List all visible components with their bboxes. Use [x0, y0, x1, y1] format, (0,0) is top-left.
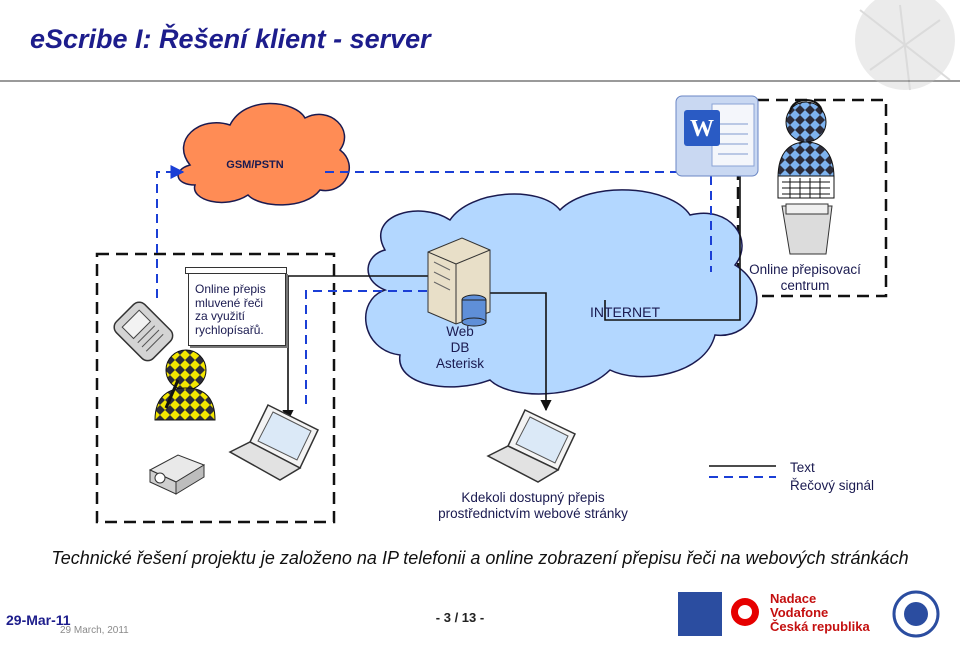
gsm-cloud [177, 102, 350, 206]
web-access-label: Kdekoli dostupný přepis prostřednictvím … [438, 490, 628, 521]
text-data-lines [282, 158, 776, 467]
note-card-roll [185, 267, 287, 274]
sponsor-line-1: Nadace [770, 591, 817, 606]
sponsor-logos [678, 590, 940, 638]
gsm-pstn-label: GSM/PSTN [226, 159, 284, 171]
footer-date: 29-Mar-11 [6, 612, 71, 628]
sponsor-line-2: Vodafone [770, 605, 829, 620]
note-text: Online přepis mluvené řeči za využití ry… [195, 282, 266, 337]
slide-caption: Technické řešení projektu je založeno na… [51, 548, 909, 568]
internet-label: INTERNET [590, 304, 660, 320]
projector-icon [148, 454, 206, 495]
client-laptop-icon [228, 403, 319, 481]
svg-text:W: W [690, 116, 714, 142]
sponsor-block: Nadace Vodafone Česká republika [680, 592, 950, 644]
legend-signal-label: Řečový signál [790, 478, 875, 493]
server-icon [427, 237, 491, 327]
transcription-note-card: Online přepis mluvené řeči za využití ry… [185, 267, 287, 346]
server-label: Web DB Asterisk [435, 324, 484, 371]
word-document-icon: W [675, 95, 759, 177]
access-laptop-icon [486, 408, 576, 483]
transcription-center-label: Online přepisovací centrum [749, 262, 861, 293]
legend-text-label: Text [790, 460, 815, 475]
sponsor-line-3: Česká republika [770, 619, 870, 634]
mobile-phone-icon [113, 301, 174, 362]
client-site-box [95, 252, 336, 524]
client-person-icon [154, 349, 216, 421]
transcription-center-box [736, 98, 888, 298]
speech-signal-lines [156, 165, 776, 478]
title-divider [0, 80, 960, 82]
foot-pedal-icon [781, 203, 833, 255]
corner-logo-graphic [855, 0, 955, 91]
slide-title: eScribe I: Řešení klient - server [30, 24, 431, 54]
keyboard-icon [777, 175, 835, 199]
page-number: - 3 / 13 - [435, 610, 485, 625]
sponsor-name: Nadace Vodafone Česká republika [770, 592, 870, 634]
footer-date-long: 29 March, 2011 [60, 625, 129, 636]
transcriber-person-icon [777, 99, 835, 179]
